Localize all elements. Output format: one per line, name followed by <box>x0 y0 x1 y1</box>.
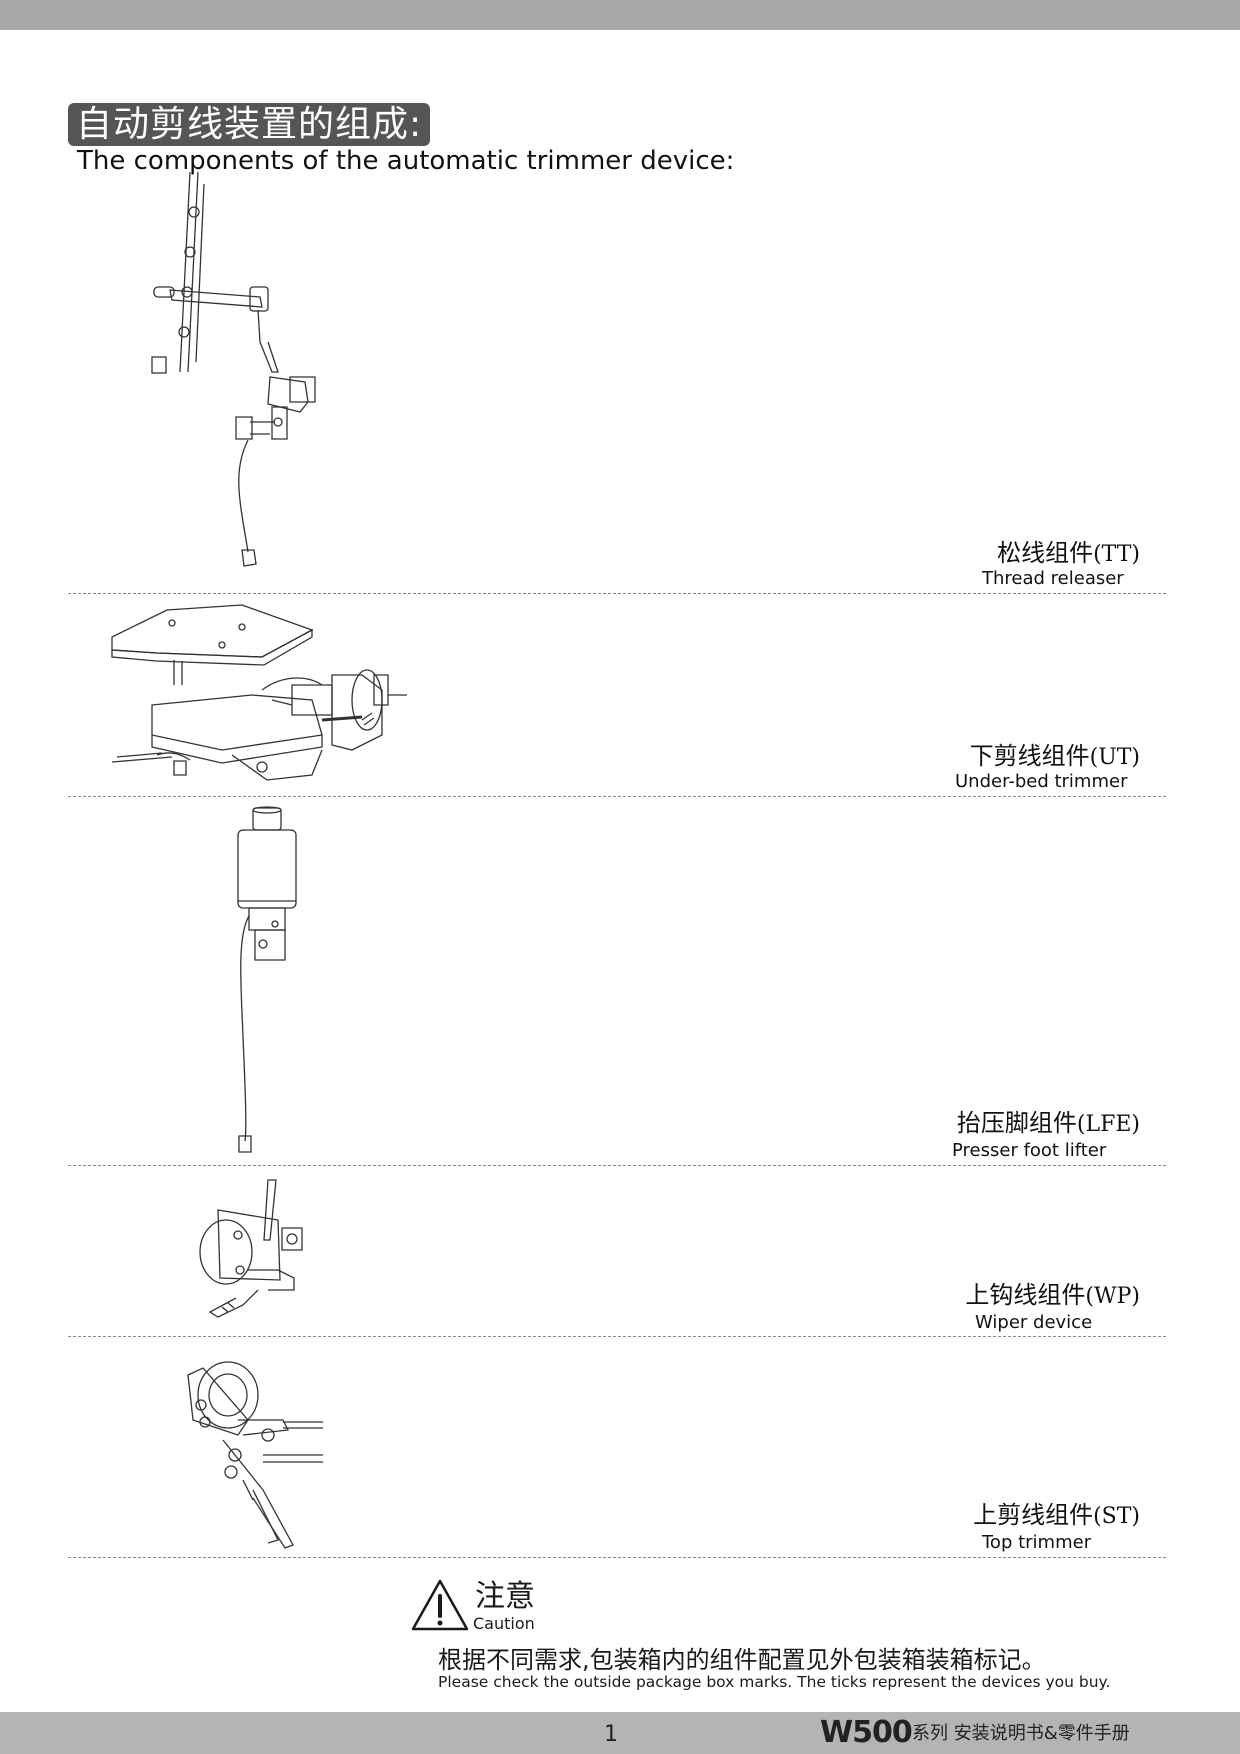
section-divider <box>68 1165 1166 1166</box>
component-label-cn: 上剪线组件(ST) <box>973 1501 1140 1529</box>
component-label-cn: 上钩线组件(WP) <box>965 1281 1140 1309</box>
wiper-device-drawing <box>198 1180 318 1320</box>
model-name: W500 <box>820 1715 913 1750</box>
page-title-en: The components of the automatic trimmer … <box>77 146 735 176</box>
top-trimmer-drawing <box>183 1360 333 1555</box>
footer-series-text: 系列 安装说明书&零件手册 <box>912 1723 1130 1744</box>
page-number: 1 <box>604 1722 618 1747</box>
component-label-en: Presser foot lifter <box>952 1140 1107 1161</box>
page-title-cn: 自动剪线装置的组成: <box>68 103 431 146</box>
top-bar <box>0 0 1240 30</box>
component-label-cn: 下剪线组件(UT) <box>969 742 1140 770</box>
section-divider <box>68 1336 1166 1337</box>
section-divider <box>68 1557 1166 1558</box>
warning-triangle-icon <box>411 1579 469 1631</box>
component-label-en: Wiper device <box>975 1312 1093 1333</box>
presser-foot-lifter-drawing <box>235 806 305 1156</box>
under-bed-trimmer-drawing <box>112 605 412 795</box>
component-label-en: Under-bed trimmer <box>955 771 1128 792</box>
component-label-cn: 松线组件(TT) <box>997 539 1140 567</box>
thread-releaser-drawing <box>150 172 340 592</box>
caution-note-en: Please check the outside package box mar… <box>438 1673 1111 1691</box>
section-divider <box>68 593 1166 594</box>
component-label-en: Top trimmer <box>982 1532 1092 1553</box>
component-label-cn: 抬压脚组件(LFE) <box>956 1109 1140 1137</box>
caution-note-cn: 根据不同需求,包装箱内的组件配置见外包装箱装箱标记。 <box>438 1646 1046 1674</box>
footer-bar <box>0 1712 1240 1754</box>
component-label-en: Thread releaser <box>982 568 1124 589</box>
caution-title-cn: 注意 <box>475 1579 535 1614</box>
caution-title-en: Caution <box>473 1614 535 1633</box>
section-divider <box>68 796 1166 797</box>
